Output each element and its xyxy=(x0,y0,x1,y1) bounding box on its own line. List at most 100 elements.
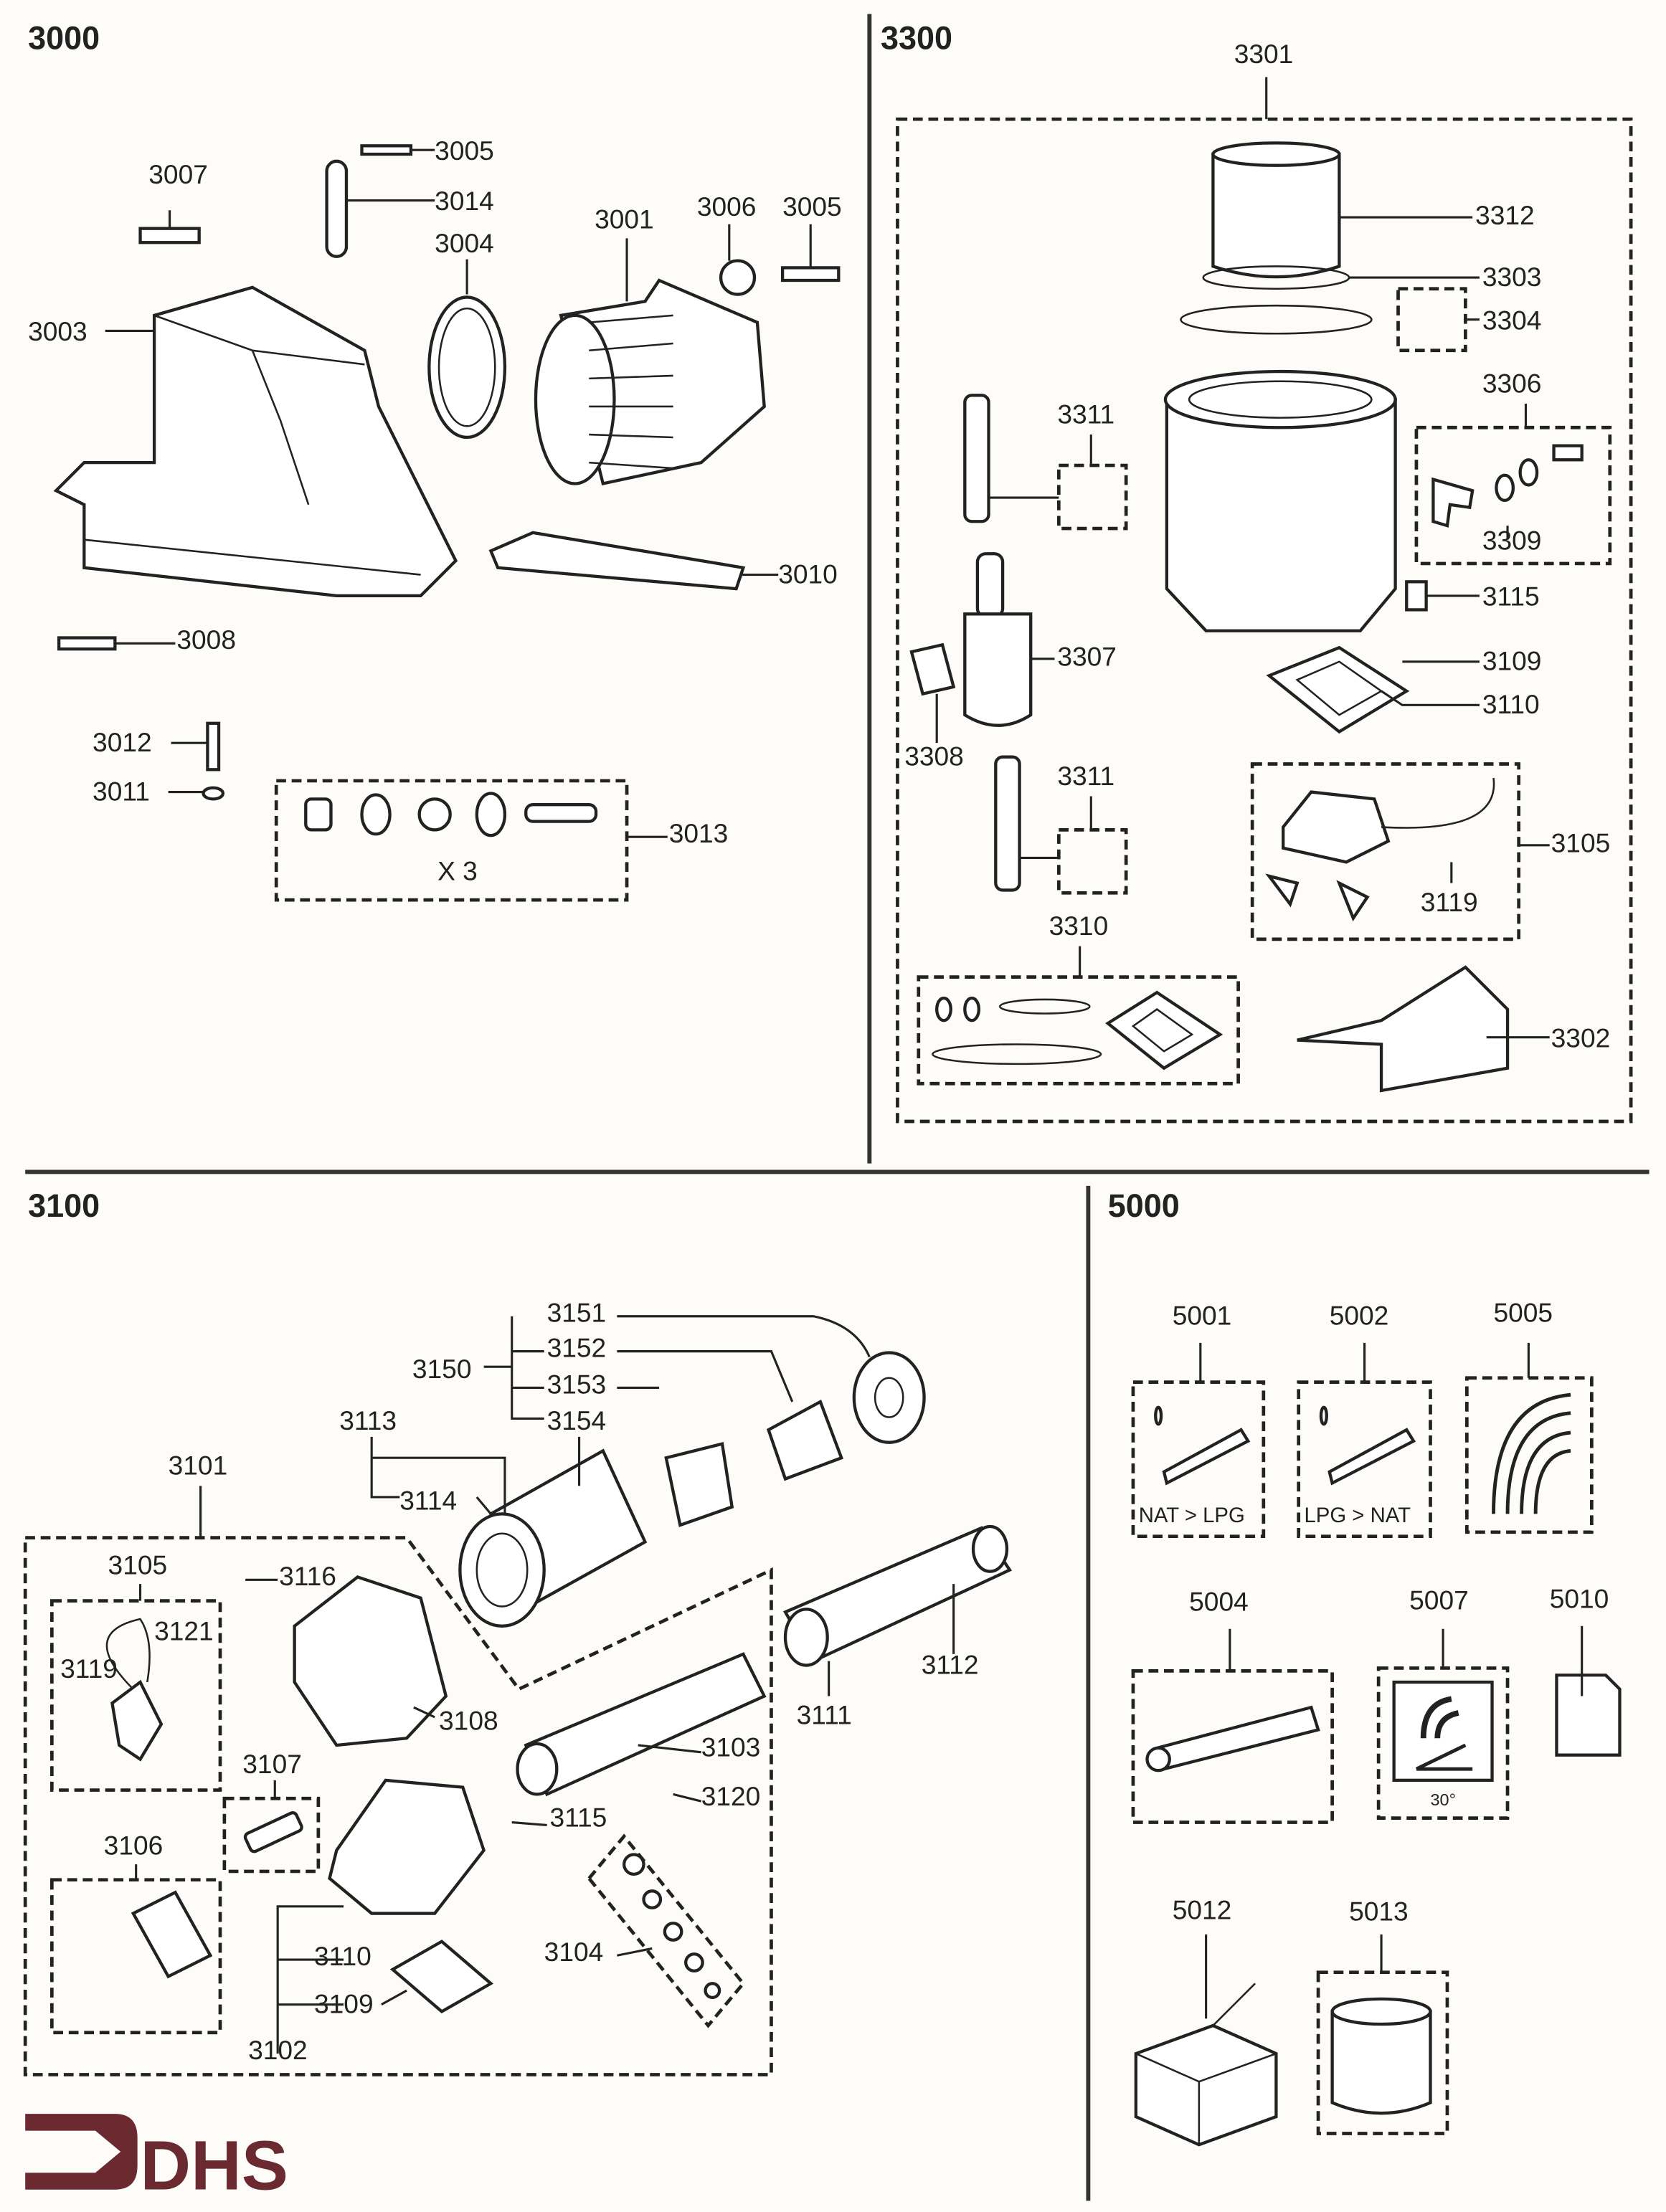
part-label: 5005 xyxy=(1493,1298,1553,1328)
part-label: 3115 xyxy=(1482,582,1540,612)
kit-box-3304 xyxy=(1396,287,1467,353)
burner-housing-3102 xyxy=(328,1778,494,2014)
kit-box-3107 xyxy=(222,1796,321,1874)
part-label: 5013 xyxy=(1349,1896,1409,1926)
part-label: 3120 xyxy=(701,1781,761,1811)
leaders-3300 xyxy=(935,77,1550,1039)
part-label: 3011 xyxy=(93,776,150,806)
part-label: 3003 xyxy=(28,316,87,346)
small-parts-3104 xyxy=(622,1853,721,2000)
sleeve xyxy=(664,1441,734,1527)
part-label: 3013 xyxy=(669,818,729,848)
part-label: 3307 xyxy=(1057,642,1117,672)
fan-housing-3003 xyxy=(53,285,458,598)
part-label: 5012 xyxy=(1173,1894,1232,1924)
kit-box-5005 xyxy=(1464,1376,1594,1534)
clamp-3308 xyxy=(909,642,956,696)
leaders-3100 xyxy=(135,1315,955,2054)
kit-box-3013 xyxy=(274,779,629,902)
star-washer-3006 xyxy=(719,259,757,296)
part-label: 3310 xyxy=(1049,911,1109,941)
plate-3010 xyxy=(488,531,746,591)
part-label: 3309 xyxy=(1482,525,1542,555)
part-label: 3312 xyxy=(1475,200,1535,230)
quantity-label: X 3 xyxy=(437,856,478,886)
dhs-logo: DHS xyxy=(25,2114,288,2205)
kit-box-3311 xyxy=(1056,463,1128,531)
part-label: 3007 xyxy=(148,159,208,189)
part-label: 3112 xyxy=(922,1649,979,1679)
part-label: 3105 xyxy=(108,1549,168,1580)
container-5013 xyxy=(1330,1997,1432,2115)
flue-connector-3154 xyxy=(458,1448,648,1628)
section-5000: 5000 5001 xyxy=(1108,1187,1622,2147)
part-label: 5002 xyxy=(1330,1300,1389,1330)
fitting-3115 xyxy=(1405,580,1428,612)
part-label: 5010 xyxy=(1550,1583,1609,1613)
part-label: 3103 xyxy=(701,1732,761,1762)
bolt-3012 xyxy=(206,721,221,772)
part-label: 3308 xyxy=(904,741,964,771)
gasket-3004 xyxy=(427,295,507,440)
jet-strip-5002 xyxy=(1319,1405,1416,1486)
kit-box-3310 xyxy=(917,975,1240,1086)
kit-box-5001 xyxy=(1131,1380,1266,1539)
thermostat-3119 xyxy=(105,1618,164,1762)
kit-box-3105 xyxy=(50,1599,222,1792)
canister-housing xyxy=(1163,369,1397,632)
thermostat-3119 xyxy=(1265,777,1495,922)
part-label: 3014 xyxy=(435,186,494,216)
pipe-bottom xyxy=(994,755,1021,892)
part-label: 3004 xyxy=(435,228,494,258)
part-label: 3006 xyxy=(697,191,757,222)
electrode-3107 xyxy=(243,1811,303,1853)
part-label: 3311 xyxy=(1057,399,1114,429)
part-label: 3005 xyxy=(435,136,494,166)
kit-box-3311-b xyxy=(1056,828,1128,895)
part-label: 3152 xyxy=(547,1332,607,1362)
caption-lpg-nat: LPG > NAT xyxy=(1305,1504,1411,1527)
part-label: 3005 xyxy=(782,191,842,222)
part-label: 3110 xyxy=(314,1941,371,1971)
part-label: 3106 xyxy=(104,1830,164,1860)
seal-kit-3310-parts xyxy=(932,990,1224,1071)
leaders-3000 xyxy=(105,148,812,838)
bracket-3014 xyxy=(325,159,349,258)
part-label: 3304 xyxy=(1482,305,1542,335)
section-3000: 3000 X 3 xyxy=(28,19,842,902)
screw-3007 xyxy=(138,227,201,245)
part-label: 3001 xyxy=(595,204,654,234)
part-label: 3150 xyxy=(412,1354,472,1384)
section-title: 3000 xyxy=(28,19,100,56)
pipe-3103 xyxy=(516,1652,767,1797)
part-label: 3108 xyxy=(439,1705,498,1735)
section-title: 3100 xyxy=(28,1187,100,1224)
kit-box-3104 xyxy=(587,1833,746,2028)
part-label: 3302 xyxy=(1551,1022,1611,1053)
part-label: 3008 xyxy=(176,625,236,655)
part-label: 3105 xyxy=(1551,828,1611,858)
hoses-5005 xyxy=(1492,1392,1571,1514)
part-label: 5007 xyxy=(1409,1585,1469,1615)
part-label: 3110 xyxy=(1482,689,1540,719)
filter-cartridge-3307 xyxy=(963,552,1033,727)
section-3300: 3300 xyxy=(881,19,1633,1124)
plate-3106 xyxy=(131,1890,213,1979)
tube-5004 xyxy=(1145,1705,1320,1772)
part-label: 3111 xyxy=(797,1700,852,1730)
part-label: 3303 xyxy=(1482,262,1542,292)
part-label: 3153 xyxy=(547,1369,607,1399)
caption-angle: 30° xyxy=(1430,1790,1455,1809)
assembly-box-3300 xyxy=(896,117,1633,1124)
screw-3008 xyxy=(57,636,117,651)
section-3100: 3100 xyxy=(23,1187,1013,2076)
part-label: 3115 xyxy=(550,1802,607,1832)
blower-motor-3001 xyxy=(534,278,766,486)
caption-nat-lpg: NAT > LPG xyxy=(1139,1504,1245,1527)
collar-3152 xyxy=(766,1399,844,1481)
part-label: 5001 xyxy=(1173,1300,1232,1330)
pipe-top xyxy=(963,394,990,523)
part-label: 5004 xyxy=(1189,1586,1249,1616)
cover-3108 xyxy=(293,1575,448,1747)
